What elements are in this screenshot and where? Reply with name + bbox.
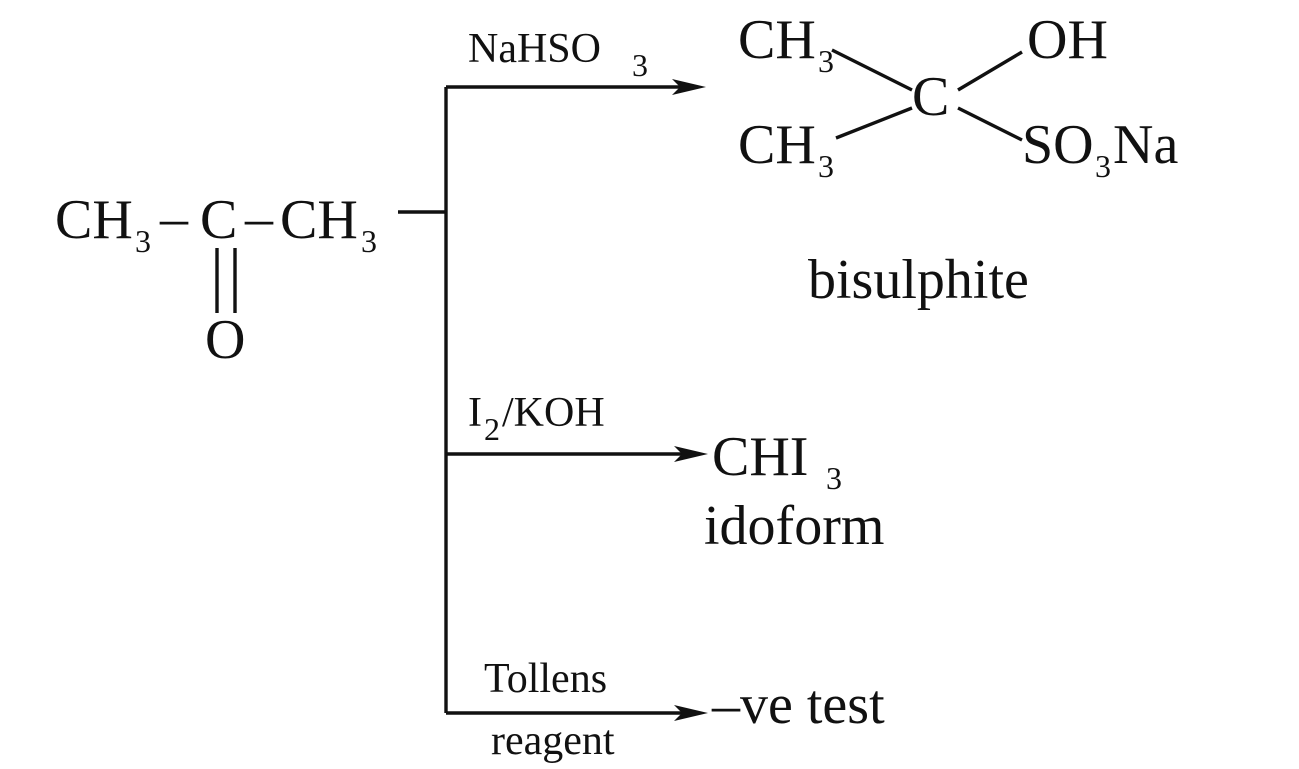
reactant-right-sub: 3 [361,223,377,259]
reagent-iodine: I [468,390,482,436]
reagent-tollens-line2: reagent [491,718,615,764]
product-oh: OH [1027,9,1108,71]
reactant-dash-1: – [159,187,189,249]
reactant-left-ch: CH [55,189,133,251]
product-top-left-sub: 3 [818,43,834,79]
bond-bottom-left [835,106,913,140]
reactant-carbon: C [200,189,237,251]
product-chi-sub: 3 [826,460,842,496]
reagent-tollens-line1: Tollens [484,656,607,702]
arrowhead-iodoform [674,446,708,462]
product-na: Na [1113,114,1178,176]
reagent-koh: /KOH [502,390,605,436]
product-carbon: C [912,66,949,128]
product-so: SO [1022,114,1094,176]
reactant-right-ch: CH [280,189,358,251]
reactant-acetone: CH 3 – C – CH 3 O [55,187,377,371]
branch-iodoform: I 2 /KOH CHI 3 idoform [468,390,884,557]
product-name-bisulphite: bisulphite [808,249,1029,311]
branch-tollens: Tollens reagent –ve test [484,656,885,764]
product-top-left-ch: CH [738,9,816,71]
product-bottom-left-ch: CH [738,114,816,176]
product-bottom-left-sub: 3 [818,148,834,184]
bond-bottom-right [957,106,1023,142]
reagent-nahso-sub: 3 [632,47,648,83]
branch-lines [398,79,708,721]
product-so-sub: 3 [1095,148,1111,184]
reactant-left-sub: 3 [135,223,151,259]
bond-top-left [831,48,913,92]
product-negative-test: –ve test [711,674,885,736]
product-name-idoform: idoform [704,495,884,557]
arrowhead-bisulphite [672,79,706,95]
reagent-nahso: NaHSO [468,26,601,72]
product-chi: CHI [712,426,808,488]
reagent-iodine-sub: 2 [484,411,500,447]
reactant-oxygen: O [205,309,245,371]
arrowhead-tollens [674,705,708,721]
branch-bisulphite: NaHSO 3 CH 3 CH 3 C OH SO 3 Na bisulphit… [468,9,1178,311]
bond-top-right [957,50,1023,92]
reactant-dash-2: – [244,187,274,249]
